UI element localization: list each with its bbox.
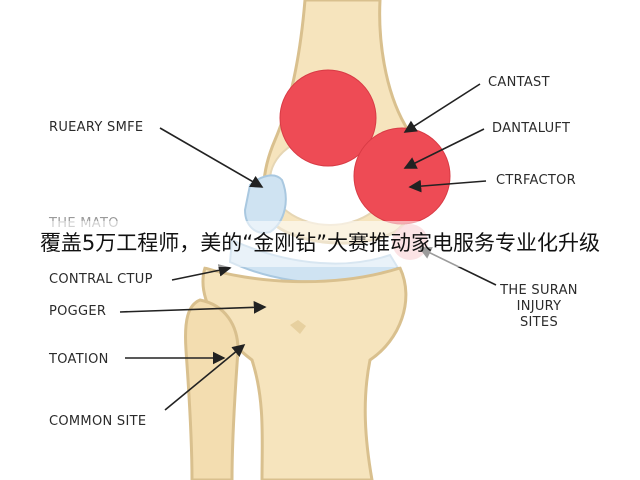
label-toation: TOATION (49, 352, 109, 367)
fibula-bone (184, 298, 240, 480)
label-ctrfactor: CTRFACTOR (496, 173, 576, 188)
injury-circle-upper (279, 69, 377, 167)
label-pogger: POGGER (49, 304, 107, 319)
label-rueary-smfe: RUEARY SMFE (49, 120, 144, 135)
bone-mark (290, 320, 306, 334)
tibia-bone (201, 266, 408, 480)
arrow-cantast (403, 83, 481, 133)
label-common-site: COMMON SITE (49, 414, 147, 429)
label-dantaluft: DANTALUFT (492, 121, 571, 136)
label-contral-ctup: CONTRAL CTUP (49, 272, 153, 287)
label-injury-line1: THE SURAN (500, 283, 578, 298)
arrow-ctrfactor (408, 179, 487, 193)
arrow-dantaluft (403, 128, 485, 169)
caption-bar (0, 221, 640, 267)
arrow-pogger (119, 300, 267, 314)
label-injury-sites: THE SURAN INJURY SITES (494, 283, 584, 331)
injury-circle-lower (353, 127, 451, 225)
arrow-contral-ctup (171, 264, 232, 281)
label-injury-line3: SITES (520, 315, 558, 330)
label-injury-line2: INJURY (516, 299, 562, 314)
arrow-common-site (164, 343, 246, 411)
label-cantast: CANTAST (488, 75, 550, 90)
overlay-caption: 覆盖5万工程师，美的“金刚钻”大赛推动家电服务专业化升级 (39, 231, 601, 255)
arrow-rueary-smfe (159, 127, 264, 188)
